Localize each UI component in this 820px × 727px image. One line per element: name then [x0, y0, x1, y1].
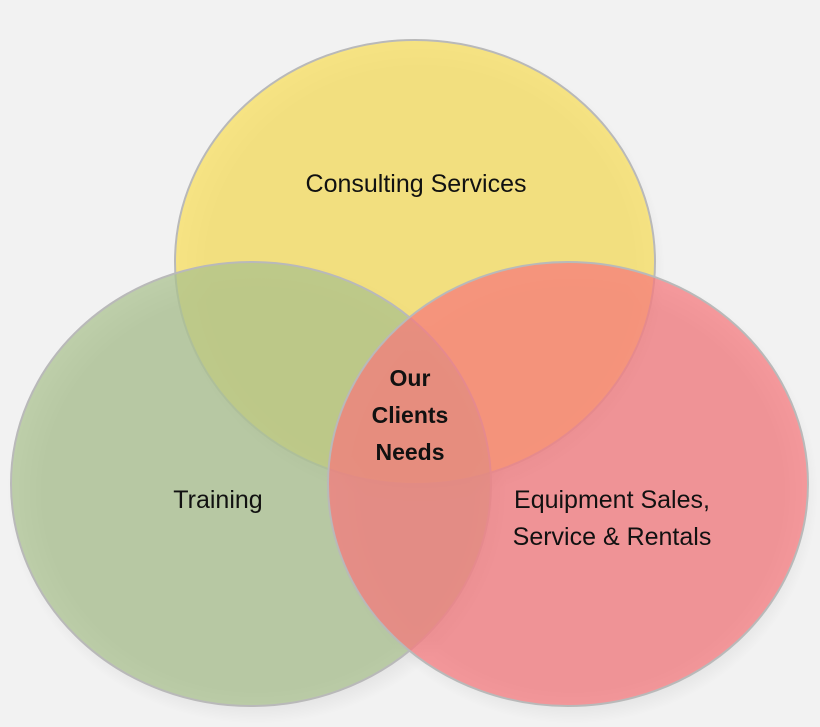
center-label-line-3: Needs [375, 439, 445, 465]
equipment-label-line-1: Equipment Sales, [514, 486, 710, 514]
equipment-label: Equipment Sales, Service & Rentals [478, 482, 746, 556]
center-label: Our Clients Needs [350, 360, 470, 471]
consulting-services-label: Consulting Services [305, 170, 527, 198]
center-label-line-2: Clients [371, 402, 449, 428]
training-label: Training [173, 486, 263, 514]
equipment-circle [327, 261, 809, 707]
center-label-line-1: Our [389, 365, 431, 391]
equipment-label-line-2: Service & Rentals [512, 523, 712, 551]
